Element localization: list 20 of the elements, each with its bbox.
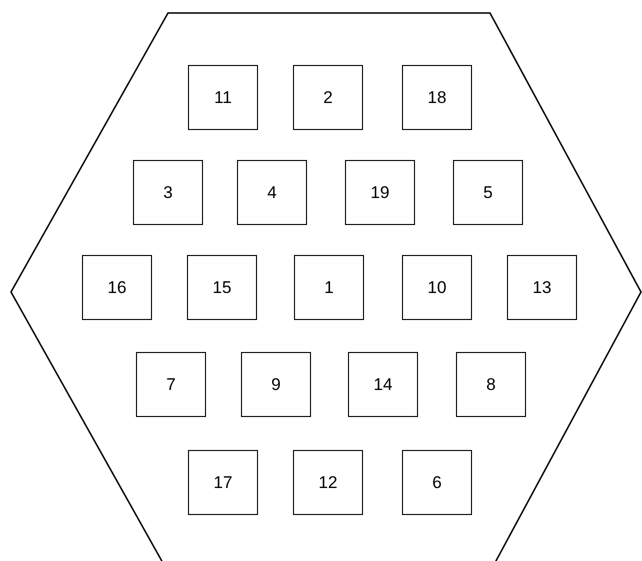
numbered-box: 14 xyxy=(348,352,418,417)
numbered-box: 11 xyxy=(188,65,258,130)
numbered-box: 19 xyxy=(345,160,415,225)
numbered-box: 10 xyxy=(402,255,472,320)
numbered-box: 4 xyxy=(237,160,307,225)
numbered-box: 5 xyxy=(453,160,523,225)
numbered-box: 2 xyxy=(293,65,363,130)
numbered-box: 16 xyxy=(82,255,152,320)
hexagon-outline xyxy=(10,12,642,561)
numbered-box: 9 xyxy=(241,352,311,417)
numbered-box: 6 xyxy=(402,450,472,515)
numbered-box: 3 xyxy=(133,160,203,225)
numbered-box: 18 xyxy=(402,65,472,130)
numbered-box: 8 xyxy=(456,352,526,417)
numbered-box: 12 xyxy=(293,450,363,515)
numbered-box: 17 xyxy=(188,450,258,515)
numbered-box: 13 xyxy=(507,255,577,320)
numbered-box: 7 xyxy=(136,352,206,417)
numbered-box: 15 xyxy=(187,255,257,320)
numbered-box: 1 xyxy=(294,255,364,320)
